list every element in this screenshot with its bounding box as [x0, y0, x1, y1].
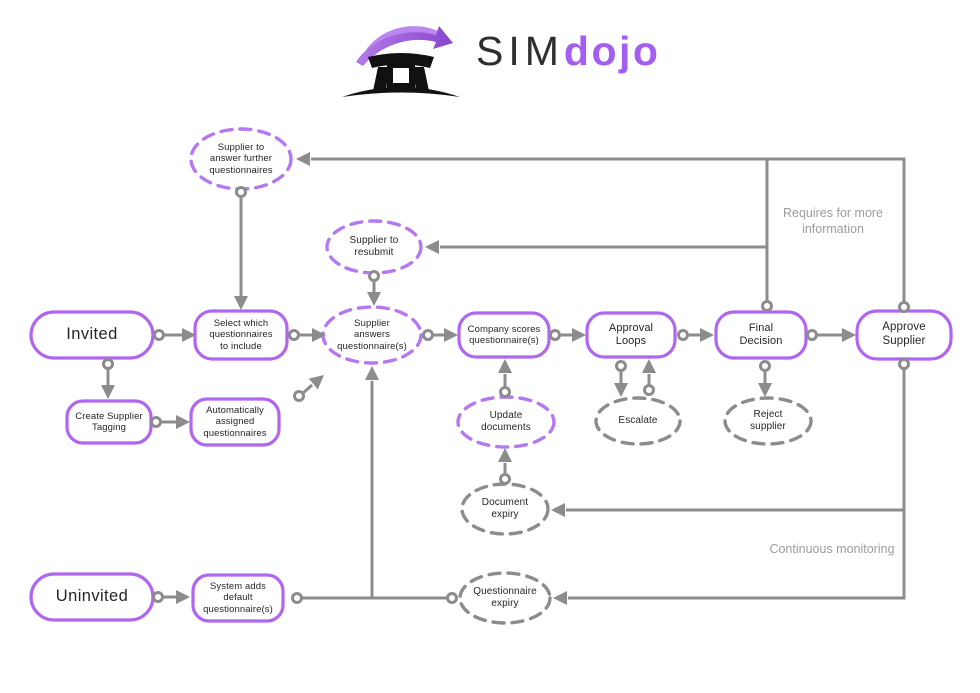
annotation-continuous-monitoring: Continuous monitoring	[769, 542, 895, 556]
node-update-documents: Update documents	[481, 410, 531, 433]
annotation-requires-more-information: Requires for more information	[782, 206, 884, 236]
node-final-decision: Final Decision	[739, 322, 783, 347]
node-document-expiry: Document expiry	[481, 497, 529, 520]
node-invited: Invited	[66, 325, 118, 344]
node-supplier-to-resubmit: Supplier to resubmit	[349, 235, 399, 258]
arrowheads	[101, 152, 856, 605]
node-select-which-questionnaires: Select which questionnaires to include	[209, 318, 273, 352]
node-supplier-further-questionnaires: Supplier to answer further questionnaire…	[209, 142, 273, 176]
brand-dojo-text: dojo	[563, 28, 661, 74]
node-questionnaire-expiry: Questionnaire expiry	[473, 586, 537, 609]
node-supplier-answers-questionnaires: Supplier answers questionnaire(s)	[337, 318, 407, 352]
node-reject-supplier: Reject supplier	[750, 409, 786, 432]
node-uninvited: Uninvited	[55, 587, 129, 606]
node-automatically-assigned-questionnaires: Automatically assigned questionnaires	[203, 405, 267, 439]
connector-dots	[102, 186, 910, 604]
node-create-supplier-tagging: Create Supplier Tagging	[75, 410, 143, 433]
dojo-gate-icon	[342, 26, 460, 97]
node-shapes	[29, 127, 953, 625]
node-approval-loops: Approval Loops	[608, 322, 654, 347]
node-escalate: Escalate	[618, 415, 658, 427]
node-company-scores-questionnaires: Company scores questionnaire(s)	[467, 323, 541, 346]
connector-lines	[106, 157, 906, 600]
node-approve-supplier: Approve Supplier	[882, 321, 926, 347]
brand-sim-text: SIM	[476, 28, 564, 74]
node-system-adds-default-questionnaires: System adds default questionnaire(s)	[203, 581, 273, 615]
